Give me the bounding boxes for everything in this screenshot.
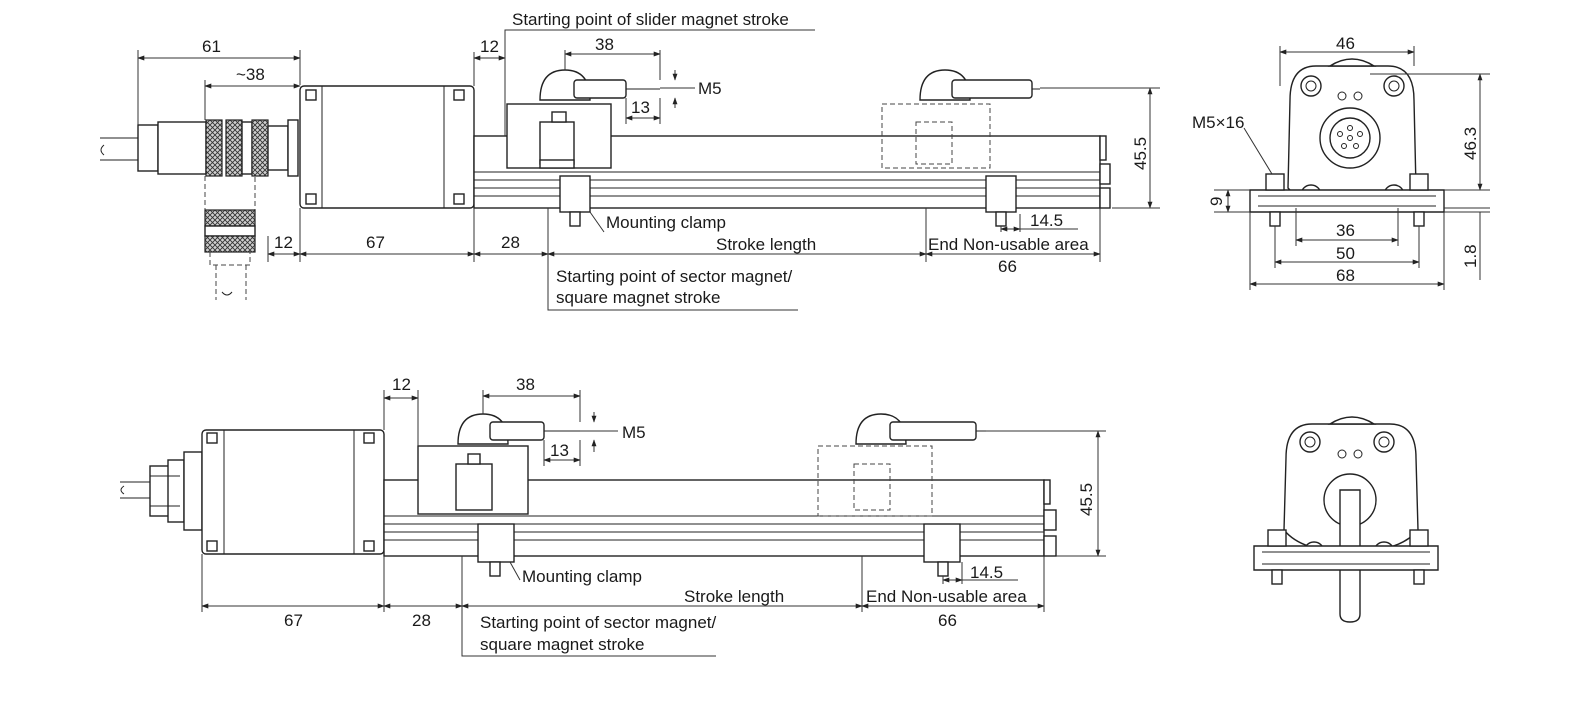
- dim-45-5-bottom: 45.5: [1077, 483, 1096, 516]
- top-slider-magnet: [506, 69, 660, 169]
- dim-61: 61: [202, 37, 221, 56]
- top-side-view: Starting point of slider magnet stroke 6…: [100, 10, 1160, 311]
- label-sector-start-line1-bottom: Starting point of sector magnet/: [480, 613, 717, 632]
- bottom-end-view: [1253, 416, 1439, 623]
- dim-38-connector: ~38: [236, 65, 265, 84]
- label-sector-start-line2-top: square magnet stroke: [556, 288, 720, 307]
- dim-14-5-top: 14.5: [1030, 211, 1063, 230]
- top-cable: [100, 137, 140, 161]
- dim-36: 36: [1336, 221, 1355, 240]
- dim-12-top: 12: [480, 37, 499, 56]
- dim-67-bottom: 67: [284, 611, 303, 630]
- label-mounting-clamp-top: Mounting clamp: [606, 213, 726, 232]
- dim-45-5: 45.5: [1131, 137, 1150, 170]
- label-stroke-length-bottom: Stroke length: [684, 587, 784, 606]
- label-end-nonusable-bottom: End Non-usable area: [866, 587, 1027, 606]
- top-angled-connector: [204, 176, 256, 300]
- top-connector: [137, 119, 299, 177]
- bottom-slider-magnet: [417, 413, 580, 515]
- dim-66-bottom: 66: [938, 611, 957, 630]
- label-sector-start-line2-bottom: square magnet stroke: [480, 635, 644, 654]
- bottom-slider-end-ghost: [817, 413, 986, 517]
- bottom-mounting-clamp: [477, 523, 961, 577]
- label-stroke-length-top: Stroke length: [716, 235, 816, 254]
- label-end-nonusable-top: End Non-usable area: [928, 235, 1089, 254]
- label-mounting-clamp-bottom: Mounting clamp: [522, 567, 642, 586]
- dim-1-8: 1.8: [1461, 244, 1480, 268]
- dim-13-bottom: 13: [550, 441, 569, 460]
- label-slider-start: Starting point of slider magnet stroke: [512, 10, 789, 29]
- dim-14-5-bottom: 14.5: [970, 563, 1003, 582]
- dim-67-top: 67: [366, 233, 385, 252]
- dim-46-3: 46.3: [1461, 127, 1480, 160]
- dim-12-cable: 12: [274, 233, 293, 252]
- dim-46: 46: [1336, 34, 1355, 53]
- dim-28-bottom: 28: [412, 611, 431, 630]
- dim-38-slider: 38: [595, 35, 614, 54]
- top-slider-end-ghost: [881, 69, 1040, 169]
- label-sector-start-line1-top: Starting point of sector magnet/: [556, 267, 793, 286]
- top-end-view: 46 46.3 1.8 9 M5×16 36 50 68: [1192, 34, 1490, 290]
- label-m5x16: M5×16: [1192, 113, 1244, 132]
- label-m5-bottom: M5: [622, 423, 646, 442]
- dim-13: 13: [631, 98, 650, 117]
- dim-28-top: 28: [501, 233, 520, 252]
- dim-66-top: 66: [998, 257, 1017, 276]
- label-m5: M5: [698, 79, 722, 98]
- top-sensor-head: [299, 85, 475, 209]
- dim-68: 68: [1336, 266, 1355, 285]
- dim-12-bottom: 12: [392, 375, 411, 394]
- bottom-sensor-head: [201, 429, 385, 555]
- dim-9: 9: [1207, 197, 1226, 206]
- dim-50: 50: [1336, 244, 1355, 263]
- bottom-side-view: 12 38 M5 13 45.5 67 28 Stroke length End…: [120, 375, 1106, 657]
- top-mounting-clamp: [559, 175, 1017, 227]
- bottom-cable-gland: [149, 451, 203, 531]
- dim-38-bottom: 38: [516, 375, 535, 394]
